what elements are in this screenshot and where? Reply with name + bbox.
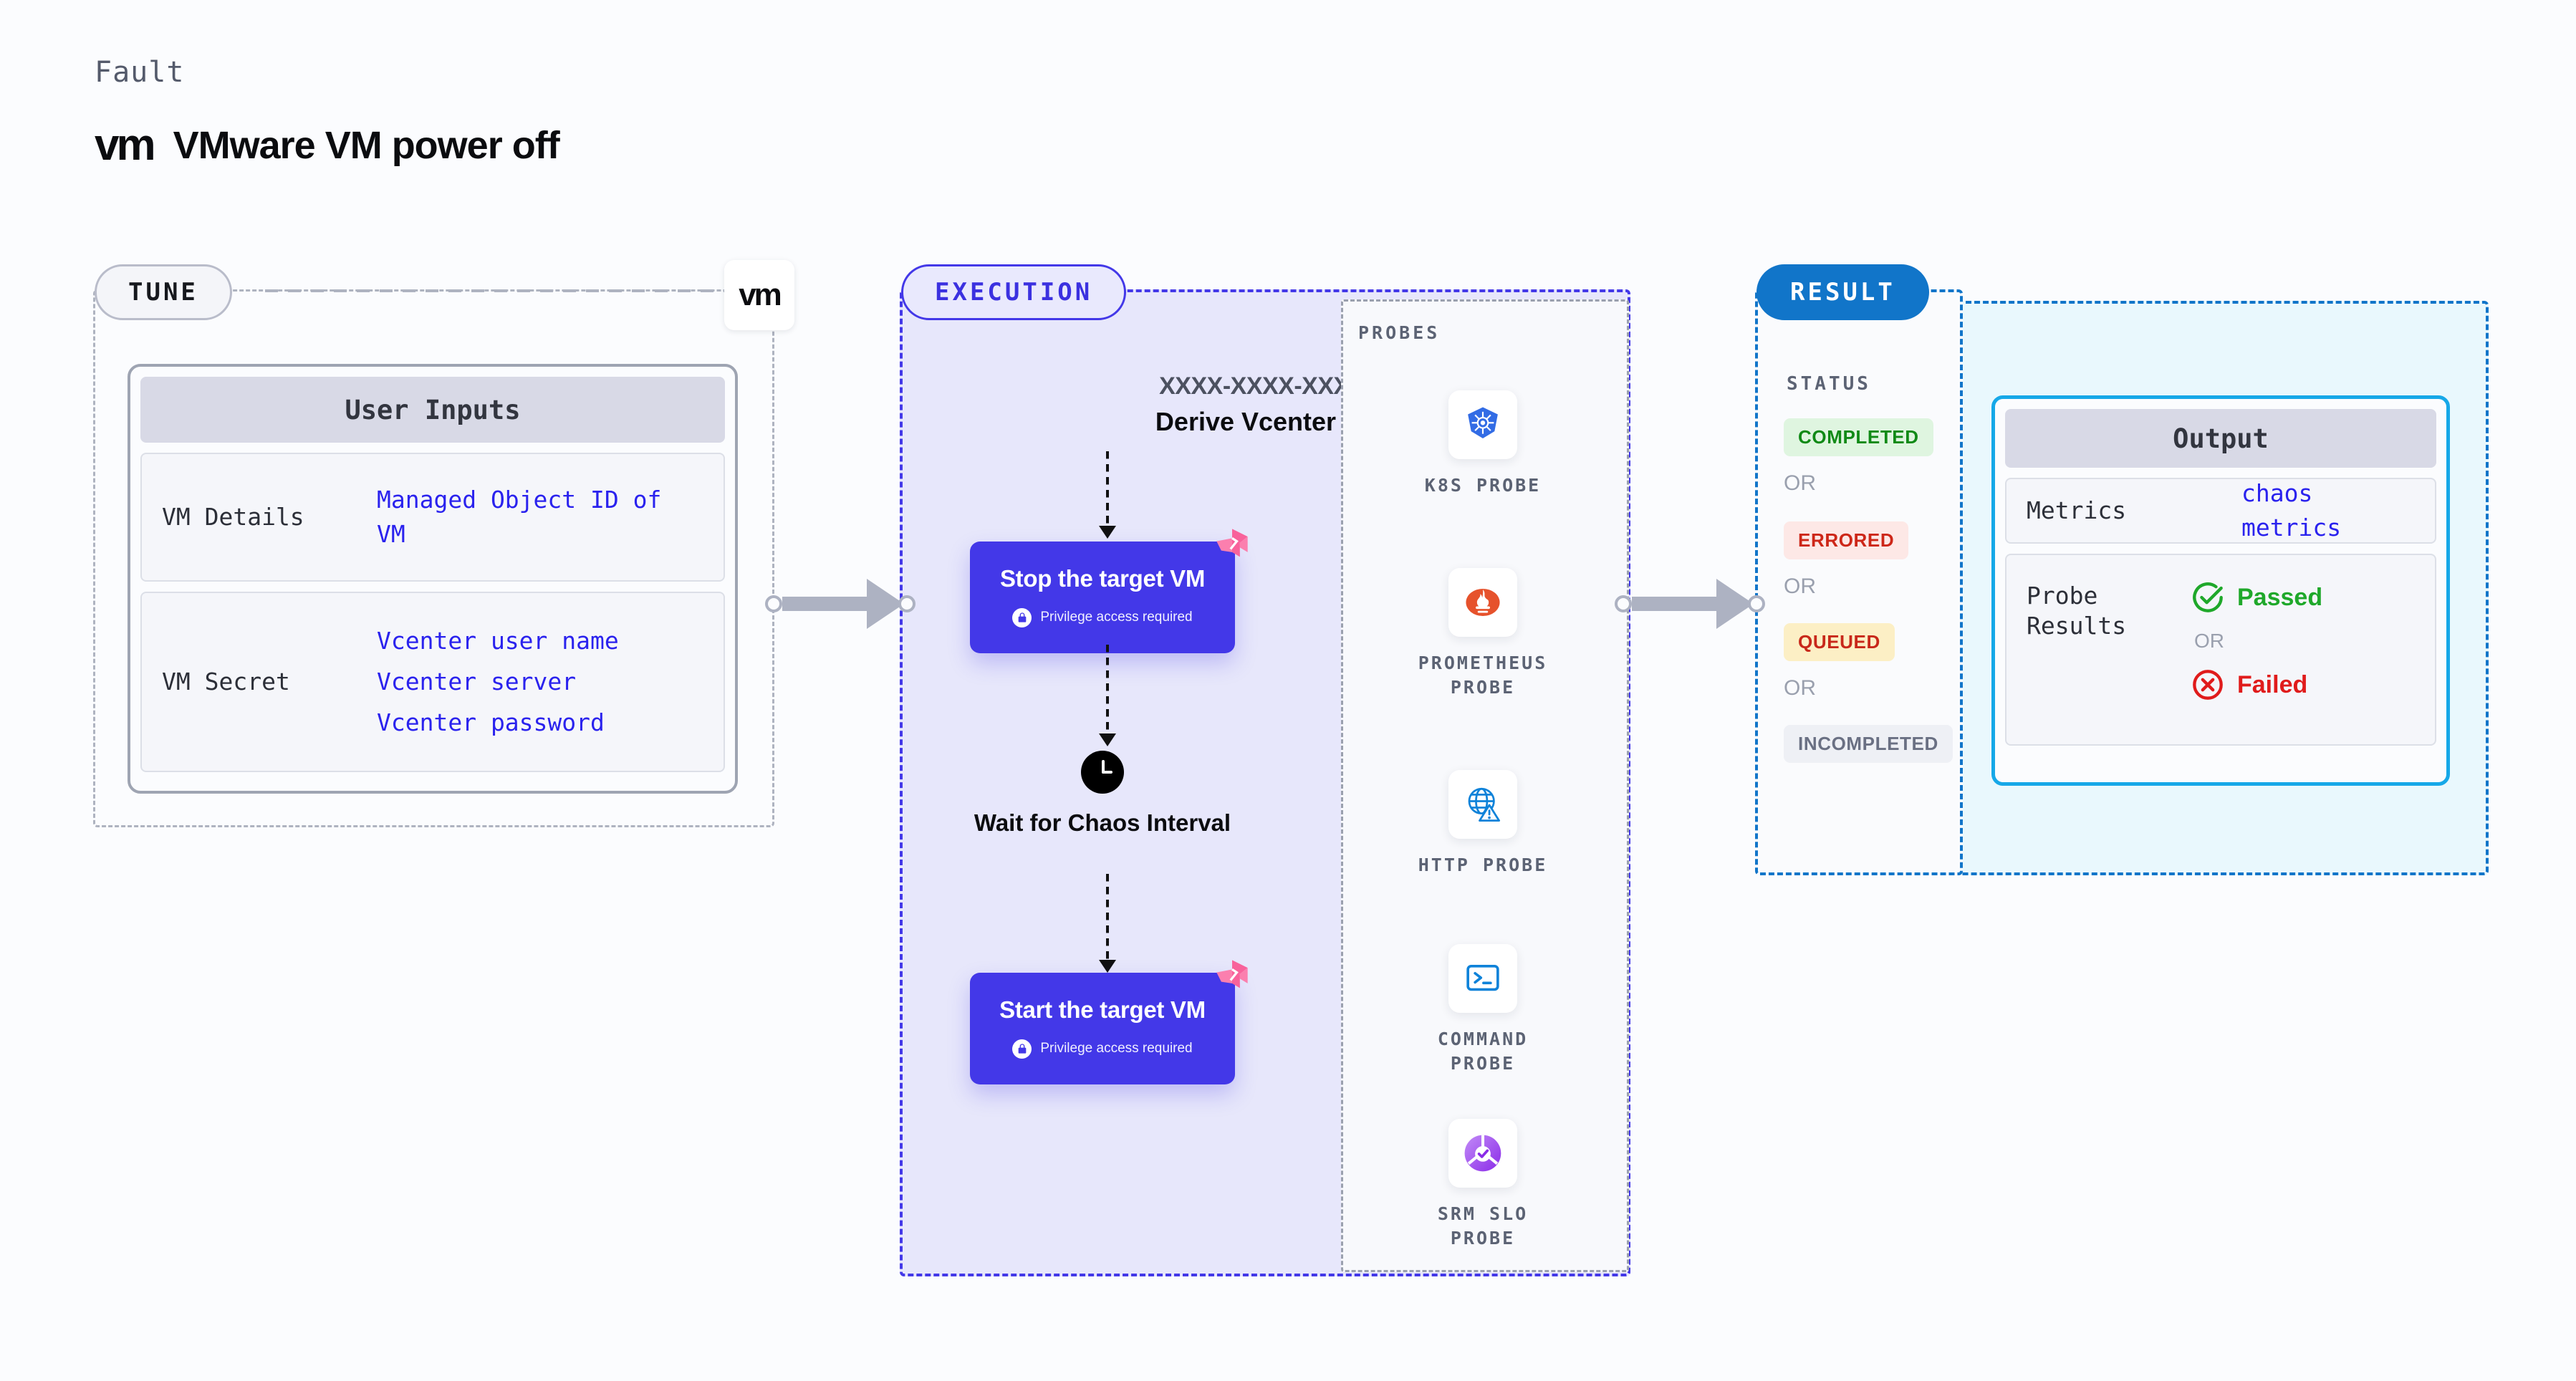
failed-label: Failed (2237, 670, 2308, 698)
probe-results-values: Passed OR Failed (2191, 581, 2322, 701)
status-heading: STATUS (1787, 373, 1871, 395)
probe-label: HTTP PROBE (1418, 855, 1548, 875)
user-inputs-card: User Inputs VM Details Managed Object ID… (128, 364, 738, 794)
flow-arrow-1 (1099, 451, 1116, 539)
fault-kicker: Fault (95, 56, 185, 89)
vmware-logo-icon: vm (95, 120, 156, 170)
vm-details-key: VM Details (162, 502, 304, 531)
litmus-chaos-icon (1216, 960, 1248, 988)
passed-label: Passed (2237, 583, 2323, 611)
probe-label: SRM SLO PROBE (1437, 1203, 1529, 1248)
vmware-badge-icon: vm (724, 260, 794, 330)
step-privilege-note: Privilege access required (1012, 1039, 1193, 1059)
tune-pill-label: TUNE (95, 264, 232, 320)
connector-end-dot (898, 595, 915, 612)
output-card: Output Metrics chaos metrics Probe Resul… (1991, 395, 2450, 786)
list-item: Vcenter server (377, 668, 577, 696)
list-item: Managed Object ID of VM (377, 486, 662, 548)
tune-connector-line (265, 289, 727, 292)
vm-secret-key: VM Secret (162, 667, 290, 696)
vmware-badge-text: vm (739, 277, 782, 312)
user-inputs-heading: User Inputs (140, 377, 725, 443)
probe-label: K8S PROBE (1424, 475, 1542, 496)
probe-results-key: Probe Results (2027, 582, 2127, 640)
connector-start-dot (765, 595, 782, 612)
probe-result-passed: Passed (2191, 581, 2322, 614)
x-circle-icon (2193, 670, 2223, 700)
probe-srm-slo[interactable]: SRM SLO PROBE (1393, 1119, 1572, 1251)
result-section (1755, 289, 1963, 875)
step-note-text: Privilege access required (1040, 610, 1193, 625)
table-row: VM Secret Vcenter user name Vcenter serv… (140, 592, 725, 772)
clock-icon (1081, 751, 1124, 794)
command-terminal-icon (1448, 944, 1517, 1013)
lock-icon (1012, 607, 1032, 627)
execution-pill-label: EXECUTION (901, 264, 1127, 320)
table-row: Probe Results Passed OR Failed (2005, 554, 2436, 746)
probe-k8s[interactable]: K8S PROBE (1393, 390, 1572, 498)
status-badge-errored: ERRORED (1784, 521, 1909, 559)
lock-icon (1012, 1039, 1032, 1059)
probe-result-failed: Failed (2191, 668, 2322, 701)
output-heading: Output (2005, 409, 2436, 468)
flow-arrow-2 (1099, 645, 1116, 746)
list-item: Vcenter user name (377, 627, 619, 655)
connector-start-dot (1615, 595, 1632, 612)
list-item: Vcenter password (377, 708, 605, 736)
check-circle-icon (2193, 582, 2223, 612)
probes-heading: PROBES (1358, 322, 1441, 343)
execution-run-id: XXXX-XXXX-XXXX (1159, 372, 1365, 400)
connector-arrowhead (1716, 579, 1754, 629)
connector-execution-to-result (1615, 579, 1765, 629)
step-privilege-note: Privilege access required (1012, 607, 1193, 627)
result-pill-label: RESULT (1756, 264, 1929, 320)
metrics-key: Metrics (2027, 496, 2127, 524)
page-title: VMware VM power off (173, 124, 560, 167)
connector-end-dot (1748, 595, 1765, 612)
or-separator: OR (1784, 574, 1816, 598)
step-stop-target-vm[interactable]: Stop the target VM Privilege access requ… (970, 529, 1248, 653)
step-title: Start the target VM (999, 996, 1206, 1023)
kubernetes-icon (1448, 390, 1517, 459)
or-separator: OR (1784, 471, 1816, 495)
table-row: Metrics chaos metrics (2005, 478, 2436, 544)
step-wait-for-chaos-interval: Wait for Chaos Interval (970, 751, 1235, 837)
status-badge-completed: COMPLETED (1784, 418, 1933, 456)
vm-secret-values: Vcenter user name Vcenter server Vcenter… (377, 617, 619, 746)
connector-shaft (782, 597, 867, 611)
page-title-row: vm VMware VM power off (95, 120, 560, 170)
vm-details-values: Managed Object ID of VM (377, 483, 703, 552)
probe-command[interactable]: COMMAND PROBE (1393, 944, 1572, 1076)
probe-label: PROMETHEUS PROBE (1418, 653, 1548, 698)
table-row: VM Details Managed Object ID of VM (140, 453, 725, 582)
connector-shaft (1632, 597, 1716, 611)
or-separator: OR (1784, 676, 1816, 700)
status-badge-incompleted: INCOMPLETED (1784, 725, 1953, 763)
step-start-target-vm[interactable]: Start the target VM Privilege access req… (970, 960, 1248, 1084)
probe-label: COMMAND PROBE (1437, 1029, 1529, 1074)
litmus-chaos-icon (1216, 529, 1248, 557)
http-globe-warning-icon (1448, 770, 1517, 839)
step-title: Stop the target VM (999, 564, 1206, 592)
metrics-value: chaos metrics (2241, 479, 2342, 542)
srm-slo-icon (1448, 1119, 1517, 1188)
connector-arrowhead (867, 579, 904, 629)
connector-tune-to-execution (765, 579, 915, 629)
prometheus-icon (1448, 568, 1517, 637)
execution-run-id-caption: Derive Vcenter ID (1155, 407, 1370, 436)
step-note-text: Privilege access required (1040, 1041, 1193, 1056)
step-title: Wait for Chaos Interval (974, 809, 1231, 836)
or-separator: OR (2194, 630, 2224, 652)
flow-arrow-3 (1099, 874, 1116, 973)
probe-http[interactable]: HTTP PROBE (1393, 770, 1572, 877)
status-badge-queued: QUEUED (1784, 623, 1895, 661)
probe-prometheus[interactable]: PROMETHEUS PROBE (1393, 568, 1572, 700)
